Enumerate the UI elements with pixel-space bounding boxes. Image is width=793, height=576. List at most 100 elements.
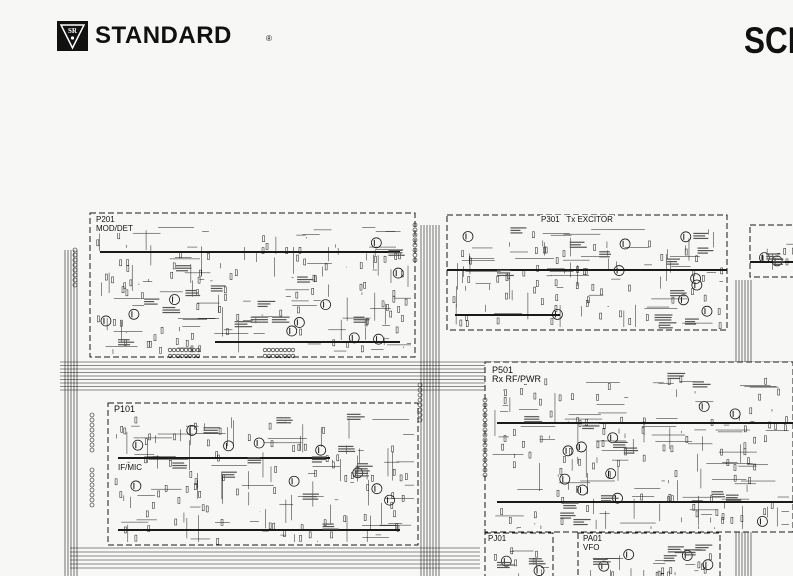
part-label: [118, 341, 135, 343]
part-label: [297, 281, 310, 283]
resistor: [503, 397, 507, 404]
connector-pin: [482, 447, 488, 453]
resistor: [247, 434, 251, 441]
resistor: [346, 340, 349, 348]
transistor-symbol: [598, 560, 610, 572]
resistor: [198, 491, 201, 498]
resistor: [274, 466, 277, 473]
resistor: [189, 471, 193, 478]
resistor: [207, 439, 210, 447]
resistor: [785, 258, 789, 266]
part-label: [573, 518, 591, 521]
resistor: [149, 341, 152, 348]
part-label: [257, 300, 276, 303]
resistor: [215, 451, 218, 458]
resistor: [119, 491, 123, 498]
resistor: [179, 251, 182, 258]
connector-pin: [72, 257, 78, 263]
resistor: [558, 394, 562, 402]
resistor: [324, 263, 328, 271]
resistor: [194, 478, 198, 485]
transistor-symbol: [552, 308, 563, 320]
connector-pin: [191, 347, 197, 353]
part-label: [772, 263, 783, 265]
resistor: [717, 308, 721, 315]
connector-pin: [89, 432, 95, 438]
part-label: [569, 246, 587, 248]
transistor-symbol: [462, 231, 474, 242]
module-pa01-boundary: [577, 532, 721, 576]
module-name: Tx EXCITOR: [566, 215, 613, 224]
connector-pin: [187, 347, 193, 353]
resistor: [111, 276, 114, 284]
resistor: [197, 276, 201, 284]
transistor-symbol: [680, 231, 692, 243]
resistor: [503, 435, 507, 442]
part-label: [247, 459, 262, 461]
part-label: [524, 418, 540, 420]
resistor: [160, 326, 164, 334]
resistor: [114, 478, 118, 486]
resistor: [201, 504, 205, 512]
transistor-symbol: [701, 305, 713, 317]
transistor-symbol: [613, 265, 625, 276]
connector-pin: [270, 353, 276, 359]
resistor: [205, 505, 209, 513]
connector-pin: [72, 262, 78, 268]
part-label: [144, 300, 155, 303]
resistor: [695, 510, 699, 518]
transistor-symbol: [371, 483, 383, 495]
resistor: [528, 451, 532, 459]
connector-pin: [412, 242, 418, 248]
resistor: [709, 553, 712, 561]
part-label: [593, 563, 609, 565]
part-label: [346, 418, 361, 420]
resistor: [671, 495, 674, 503]
resistor: [323, 519, 327, 527]
resistor: [235, 269, 238, 277]
part-label: [684, 551, 696, 553]
resistor: [640, 493, 643, 501]
resistor: [569, 448, 572, 455]
part-label: [563, 505, 576, 507]
part-label: [582, 422, 600, 425]
part-label: [766, 253, 781, 255]
connector-pin: [482, 412, 488, 418]
part-label: [654, 319, 672, 321]
resistor: [575, 282, 579, 289]
resistor: [628, 318, 632, 325]
part-label: [210, 285, 226, 287]
resistor: [514, 559, 517, 567]
part-label: [667, 548, 681, 550]
resistor: [554, 279, 558, 287]
resistor: [730, 517, 734, 524]
resistor: [300, 524, 304, 531]
resistor: [562, 250, 566, 257]
part-label: [297, 278, 314, 281]
module-p101-name: IF/MIC: [117, 463, 143, 472]
resistor: [532, 231, 535, 239]
resistor: [710, 419, 714, 426]
part-label: [711, 491, 724, 493]
transistor-symbol: [223, 440, 234, 452]
brand-name: STANDARD: [95, 22, 232, 49]
connector-pin: [89, 412, 95, 418]
module-right-boundary-fill: [750, 225, 793, 277]
part-label: [684, 554, 696, 556]
connector-pin: [72, 247, 78, 253]
transistor-symbol: [370, 237, 382, 249]
transistor-symbol: [286, 325, 298, 337]
part-label: [528, 560, 544, 562]
module-pa01-label: PA01 VFO: [582, 534, 603, 552]
resistor: [721, 513, 725, 520]
resistor: [299, 328, 302, 336]
resistor: [685, 436, 689, 443]
resistor: [695, 255, 698, 263]
part-label: [250, 316, 269, 318]
part-label: [573, 523, 588, 526]
part-label: [663, 557, 675, 559]
resistor: [175, 338, 179, 345]
resistor: [783, 424, 787, 432]
resistor: [777, 388, 780, 396]
resistor: [607, 383, 611, 390]
